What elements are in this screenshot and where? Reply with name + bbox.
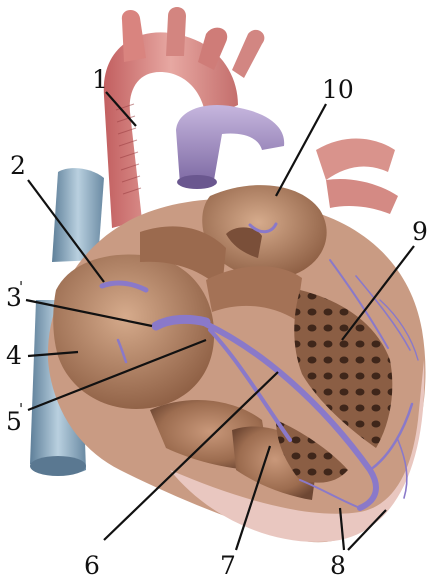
label-3-prime: ' [19, 278, 23, 296]
label-1: 1 [92, 65, 108, 94]
label-5-prime: ' [19, 400, 23, 418]
label-2: 2 [10, 151, 26, 180]
label-6: 6 [84, 551, 100, 578]
label-8: 8 [330, 551, 346, 578]
pulmonary-veins [316, 138, 398, 214]
pulmonary-trunk [176, 105, 284, 189]
label-9: 9 [412, 217, 428, 246]
label-4: 4 [6, 341, 22, 370]
right-atrium [53, 254, 214, 408]
label-10: 10 [322, 75, 354, 104]
label-7: 7 [220, 551, 236, 578]
